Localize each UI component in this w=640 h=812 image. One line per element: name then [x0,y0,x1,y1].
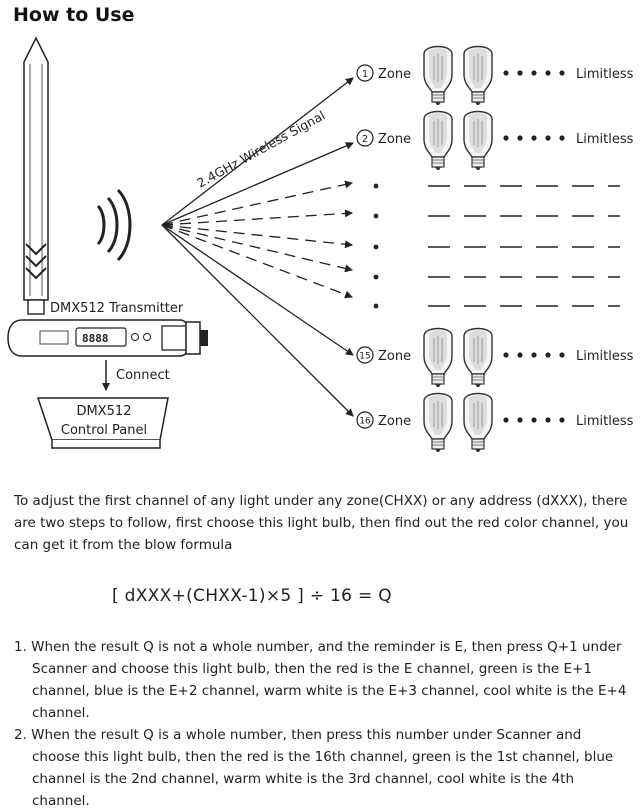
zone-label-2: Zone [378,132,411,147]
channel-formula: [ dXXX+(CHXX-1)×5 ] ÷ 16 = Q [112,586,392,606]
dashed-signal-arrow [161,209,353,226]
omitted-zone-dot [373,244,379,250]
transmitter-display-digits: 8888 [82,332,109,345]
intro-paragraph: To adjust the first channel of any light… [14,493,629,553]
transmitter-label: DMX512 Transmitter [50,301,184,316]
zone-number-16: 16 [359,417,371,427]
wireless-signal-icon [96,188,132,262]
signal-arrow-zone-2 [161,142,354,226]
dashed-signal-arrow [161,224,353,299]
zone-row-15: 15 Zone Limitless [356,327,634,388]
zone-number-2: 2 [362,134,368,145]
antenna-icon [23,36,49,315]
control-panel-line2: Control Panel [61,423,147,438]
instruction-item: 2. When the result Q is a whole number, … [14,727,614,809]
omitted-zone-dot [373,274,379,280]
omitted-zone-dot [373,303,379,309]
connect-label: Connect [116,368,170,383]
control-panel-icon [36,397,169,449]
zone-row-1: 1 Zone Limitless [356,45,634,106]
page-title: How to Use [13,4,135,26]
instruction-list: 1. When the result Q is not a whole numb… [14,636,632,812]
control-panel-line1: DMX512 [77,404,132,419]
dashed-signal-arrow [161,224,353,249]
dashed-signal-arrow [161,180,353,226]
zone-row-16: 16 Zone Limitless [356,392,634,453]
zone-label-1: Zone [378,67,411,82]
zone-limit-2: Limitless [576,132,634,147]
zone-number-15: 15 [359,352,370,362]
zone-row-2: 2 Zone Limitless [356,110,634,171]
zone-limit-15: Limitless [576,349,634,364]
zone-number-1: 1 [362,69,368,80]
zone-label-16: Zone [378,414,411,429]
dmx-transmitter-icon [7,319,208,357]
zone-limit-16: Limitless [576,414,634,429]
signal-arrow-zone-15 [161,224,354,356]
wiring-diagram: 8888 DMX512 Transmitter Connect DMX512 C… [7,36,634,453]
signal-arrow-zone-1 [161,77,354,226]
signal-arrow-zone-16 [161,224,354,417]
omitted-zone-dot [373,213,379,219]
zone-label-15: Zone [378,349,411,364]
instruction-item: 1. When the result Q is not a whole numb… [14,639,627,721]
omitted-zone-dot [373,183,379,189]
zone-limit-1: Limitless [576,67,634,82]
dashed-signal-arrow [161,224,353,273]
